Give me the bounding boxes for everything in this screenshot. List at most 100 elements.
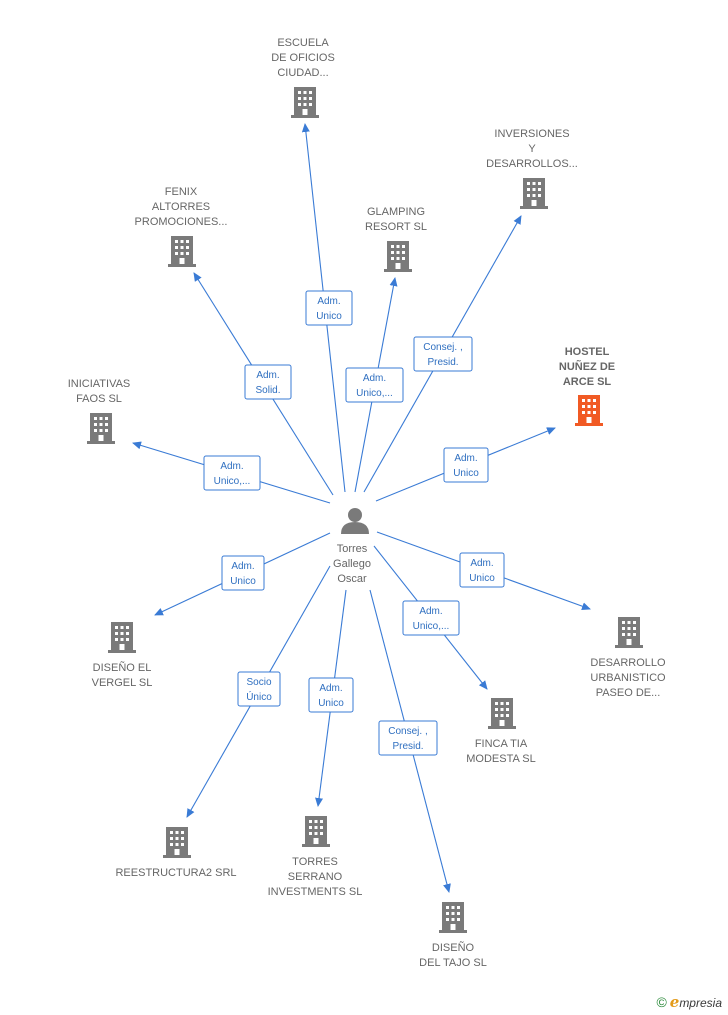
relation-label-desarrollo[interactable]: Adm. Unico — [459, 552, 505, 588]
company-name-line: PASEO DE... — [596, 687, 661, 699]
building-icon — [302, 816, 330, 847]
company-name-line: DISEÑO — [432, 941, 475, 954]
relation-label-glamping[interactable]: Adm. Unico,... — [345, 367, 404, 403]
relation-text: Unico — [453, 468, 479, 479]
company-node-escuela[interactable]: ESCUELA DE OFICIOS CIUDAD... — [271, 37, 335, 118]
company-name-line: SERRANO — [288, 871, 343, 883]
relation-text: Adm. — [220, 461, 243, 472]
relation-text: Unico — [318, 698, 344, 709]
relation-label-box — [305, 290, 353, 326]
building-icon — [384, 241, 412, 272]
relation-label-box — [221, 555, 265, 591]
relation-label-box — [402, 600, 460, 636]
company-name-line: URBANISTICO — [590, 672, 666, 684]
relation-text: Solid. — [255, 385, 280, 396]
building-icon — [439, 902, 467, 933]
company-node-inversiones[interactable]: INVERSIONES Y DESARROLLOS... — [486, 128, 578, 209]
company-name-line: VERGEL SL — [92, 677, 153, 689]
relation-label-box — [308, 677, 354, 713]
relation-text: Adm. — [231, 561, 254, 572]
company-name-line: FINCA TIA — [475, 738, 528, 750]
company-name-line: HOSTEL — [565, 346, 610, 358]
building-icon — [168, 236, 196, 267]
relation-label-box — [237, 671, 281, 707]
relation-label-box — [413, 336, 473, 372]
company-name-line: ESCUELA — [277, 37, 329, 49]
company-name-line: FENIX — [165, 186, 198, 198]
relation-text: Unico,... — [356, 388, 393, 399]
building-icon — [108, 622, 136, 653]
relation-text: Unico,... — [214, 476, 251, 487]
relation-label-hostel[interactable]: Adm. Unico — [443, 447, 489, 483]
relation-text: Adm. — [256, 370, 279, 381]
relation-text: Adm. — [363, 373, 386, 384]
company-name-line: Y — [528, 143, 536, 155]
company-name-line: DESARROLLOS... — [486, 158, 578, 170]
company-name-line: RESORT SL — [365, 221, 427, 233]
relation-label-iniciativas[interactable]: Adm. Unico,... — [203, 455, 261, 491]
building-icon — [615, 617, 643, 648]
relation-label-vergel[interactable]: Adm. Unico — [221, 555, 265, 591]
building-icon — [163, 827, 191, 858]
company-name-line: DEL TAJO SL — [419, 957, 487, 969]
building-icon — [291, 87, 319, 118]
copyright-icon: © — [656, 994, 667, 1010]
building-icon — [575, 395, 603, 426]
relation-text: Unico — [230, 576, 256, 587]
relation-label-tajo[interactable]: Consej. , Presid. — [378, 720, 438, 756]
company-name-line: PROMOCIONES... — [135, 216, 228, 228]
building-icon — [520, 178, 548, 209]
relation-label-finca[interactable]: Adm. Unico,... — [402, 600, 460, 636]
company-name-line: ARCE SL — [563, 376, 612, 388]
building-icon — [488, 698, 516, 729]
relation-label-inversiones[interactable]: Consej. , Presid. — [413, 336, 473, 372]
company-node-desarrollo[interactable]: DESARROLLO URBANISTICO PASEO DE... — [590, 617, 666, 699]
relation-text: Presid. — [427, 357, 458, 368]
company-name-line: TORRES — [292, 856, 338, 868]
company-name-line: DE OFICIOS — [271, 52, 335, 64]
relation-label-torres[interactable]: Adm.Unico — [308, 677, 354, 713]
relation-label-box — [459, 552, 505, 588]
company-node-finca[interactable]: FINCA TIA MODESTA SL — [466, 698, 536, 765]
company-name-line: MODESTA SL — [466, 753, 535, 765]
company-node-vergel[interactable]: DISEÑO EL VERGEL SL — [92, 622, 153, 689]
person-name-line: Oscar — [337, 573, 367, 585]
company-name-line: REESTRUCTURA2 SRL — [115, 867, 236, 879]
company-name-line: DISEÑO EL — [93, 661, 152, 674]
company-node-hostel[interactable]: HOSTEL NUÑEZ DE ARCE SL — [559, 346, 615, 426]
relation-text: Adm. — [470, 558, 493, 569]
relation-text: Unico — [469, 573, 495, 584]
relation-text: Socio — [246, 677, 271, 688]
person-name-line: Torres — [337, 543, 368, 555]
relation-text: Consej. , — [423, 342, 462, 353]
relation-text: Único — [246, 690, 272, 703]
person-name-line: Gallego — [333, 558, 371, 570]
company-name-line: INICIATIVAS — [68, 378, 131, 390]
company-name-line: CIUDAD... — [277, 67, 328, 79]
relation-text: Adm. — [317, 296, 340, 307]
company-node-iniciativas[interactable]: INICIATIVAS FAOS SL — [68, 378, 131, 444]
company-node-reestructura[interactable]: REESTRUCTURA2 SRL — [115, 827, 237, 879]
company-name-line: INVERSIONES — [494, 128, 569, 140]
company-node-fenix[interactable]: FENIX ALTORRES PROMOCIONES... — [135, 186, 228, 267]
company-name-line: NUÑEZ DE — [559, 360, 615, 373]
company-name-line: DESARROLLO — [590, 657, 666, 669]
relation-text: Adm. — [419, 606, 442, 617]
center-person-node[interactable]: Torres Gallego Oscar — [333, 508, 371, 585]
relation-label-fenix[interactable]: Adm. Solid. — [244, 364, 292, 400]
brand-logo: empresia — [669, 993, 722, 1011]
company-name-line: FAOS SL — [76, 393, 122, 405]
relation-text: Consej. , — [388, 726, 427, 737]
company-name-line: ALTORRES — [152, 201, 210, 213]
company-node-tajo[interactable]: DISEÑO DEL TAJO SL — [419, 902, 487, 969]
relation-label-box — [203, 455, 261, 491]
relation-text: Presid. — [392, 741, 423, 752]
relation-label-box — [443, 447, 489, 483]
relation-text: Adm. — [454, 453, 477, 464]
relation-label-escuela[interactable]: Adm.Unico — [305, 290, 353, 326]
relation-text: Unico,... — [413, 621, 450, 632]
